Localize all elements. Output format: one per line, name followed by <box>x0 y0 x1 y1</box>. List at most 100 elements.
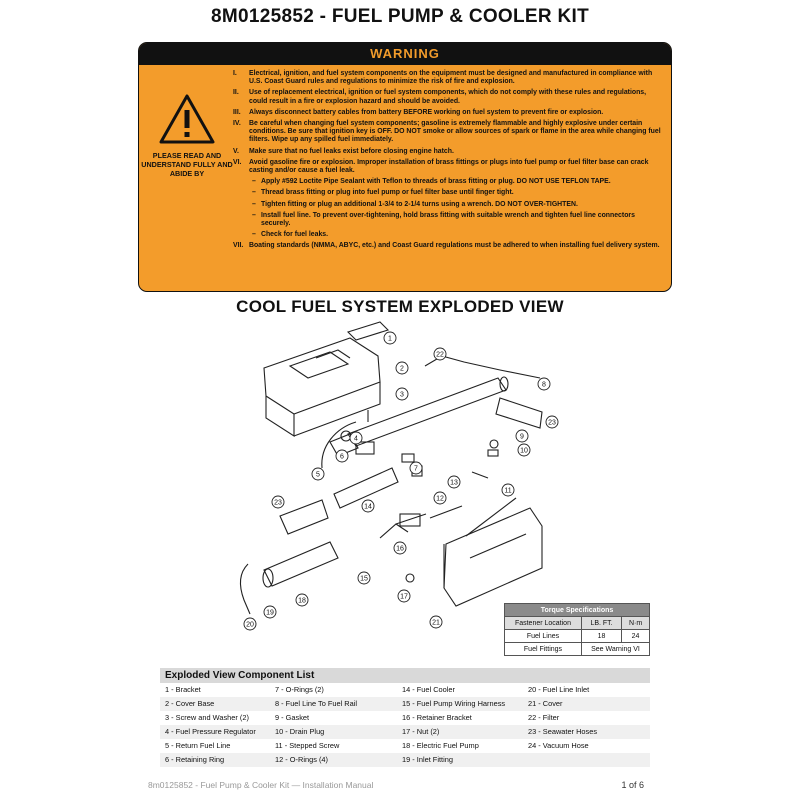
callout-label: 13 <box>450 480 458 487</box>
page-title: 8M0125852 - FUEL PUMP & COOLER KIT <box>211 6 589 27</box>
warning-item: III.Always disconnect battery cables fro… <box>233 108 604 116</box>
retainer-bracket-part <box>465 497 517 537</box>
callout-12 <box>433 491 447 505</box>
torque-header: LB. FT. <box>580 616 623 630</box>
callout-label: 8 <box>542 382 546 389</box>
callout-23 <box>545 415 559 429</box>
list-item: 3 - Screw and Washer (2) <box>165 713 249 722</box>
return-fuel-line-part <box>321 421 357 469</box>
warning-subitem: –Thread brass fitting or plug into fuel … <box>252 189 514 197</box>
callout-label: 19 <box>266 610 274 617</box>
callout-5 <box>311 467 325 481</box>
gasket-part <box>489 439 499 449</box>
fuel-line-to-rail-part <box>424 355 541 379</box>
callout-7 <box>409 461 423 475</box>
component-list-title: Exploded View Component List <box>160 668 650 683</box>
callout-label: 12 <box>436 496 444 503</box>
callout-16 <box>393 541 407 555</box>
warning-side: PLEASE READ AND UNDERSTAND FULLY AND ABI… <box>141 93 233 178</box>
callout-22 <box>433 347 447 361</box>
list-item: 5 - Return Fuel Line <box>165 741 231 750</box>
callout-11 <box>501 483 515 497</box>
warning-subitem: –Install fuel line. To prevent over-tigh… <box>252 211 635 228</box>
warning-subitem: –Tighten fitting or plug an additional 1… <box>252 200 578 208</box>
list-item: 24 - Vacuum Hose <box>528 741 589 750</box>
list-item: 7 - O-Rings (2) <box>275 685 324 694</box>
list-item: 21 - Cover <box>523 697 650 711</box>
callout-9 <box>515 429 529 443</box>
callout-13 <box>447 475 461 489</box>
callout-label: 4 <box>354 436 358 443</box>
callout-label: 23 <box>274 500 282 507</box>
callout-15 <box>357 571 371 585</box>
callout-23b <box>271 495 285 509</box>
list-item: 9 - Gasket <box>275 713 310 722</box>
list-item: 17 - Nut (2) <box>397 725 523 739</box>
list-item: 20 - Fuel Line Inlet <box>528 685 590 694</box>
callout-17 <box>397 589 411 603</box>
warning-item: V.Make sure that no fuel leaks exist bef… <box>233 147 454 155</box>
warning-item: II.Use of replacement electrical, igniti… <box>233 89 647 105</box>
drain-plug-part <box>487 449 499 457</box>
torque-header: Fastener Location <box>504 616 582 630</box>
bracket-part <box>346 321 390 341</box>
list-item: 18 - Electric Fuel Pump <box>402 741 479 750</box>
callout-label: 1 <box>388 336 392 343</box>
callout-label: 7 <box>414 466 418 473</box>
callout-label: 5 <box>316 472 320 479</box>
table-row: Fuel Fittings See Warning VI <box>504 642 651 656</box>
torque-title: Torque Specifications <box>504 603 650 617</box>
warning-subitem: –Check for fuel leaks. <box>252 231 329 239</box>
callout-label: 23 <box>548 420 556 427</box>
callout-8 <box>537 377 551 391</box>
callout-19 <box>263 605 277 619</box>
fuel-line-inlet-part <box>239 563 251 615</box>
callout-20 <box>243 617 257 631</box>
warning-subitem: –Apply #592 Loctite Pipe Sealant with Te… <box>252 178 611 186</box>
exploded-view-diagram: 1 2 3 4 5 6 7 8 9 10 11 12 13 14 15 16 1… <box>239 321 559 631</box>
torque-header: N·m <box>621 616 650 630</box>
callout-label: 14 <box>364 504 372 511</box>
list-item: 14 - Fuel Cooler <box>402 685 455 694</box>
list-item: 8 - Fuel Line To Fuel Rail <box>270 697 397 711</box>
callout-label: 2 <box>400 366 404 373</box>
list-item: 23 - Seawater Hoses <box>523 725 650 739</box>
callout-6 <box>335 449 349 463</box>
list-item: 22 - Filter <box>528 713 560 722</box>
list-item: 15 - Fuel Pump Wiring Harness <box>397 697 523 711</box>
warning-item: VI.Avoid gasoline fire or explosion. Imp… <box>233 158 649 175</box>
warning-triangle-icon <box>159 94 215 144</box>
list-item: 19 - Inlet Fitting <box>397 753 523 767</box>
cover-base-part <box>263 337 381 438</box>
list-item: 12 - O-Rings (4) <box>270 753 397 767</box>
component-grid: 1 - Bracket 7 - O-Rings (2) 14 - Fuel Cool… <box>160 683 650 767</box>
list-item <box>523 753 650 767</box>
warning-item: VII.Boating standards (NMMA, ABYC, etc.)… <box>233 242 660 250</box>
harness-connector-part <box>399 513 421 527</box>
callout-label: 16 <box>396 546 404 553</box>
cover-part <box>443 507 543 607</box>
exploded-view-title: COOL FUEL SYSTEM EXPLODED VIEW <box>236 297 564 316</box>
callout-4 <box>349 431 363 445</box>
seawater-hose-part <box>495 397 543 429</box>
list-item: 10 - Drain Plug <box>270 725 397 739</box>
callout-label: 21 <box>432 620 440 627</box>
list-item: 11 - Stepped Screw <box>275 741 340 750</box>
callout-label: 11 <box>504 488 511 495</box>
warning-item: I.Electrical, ignition, and fuel system … <box>233 70 653 86</box>
stepped-screw-part <box>471 471 489 479</box>
list-item: 16 - Retainer Bracket <box>402 713 472 722</box>
table-row: Fuel Lines 18 24 <box>504 629 650 643</box>
callout-1 <box>383 331 397 345</box>
callout-label: 9 <box>520 434 524 441</box>
list-item: 2 - Cover Base <box>160 697 270 711</box>
list-item: 1 - Bracket <box>165 685 201 694</box>
callout-21 <box>429 615 443 629</box>
component-list: Exploded View Component List 1 - Bracket… <box>160 668 650 767</box>
electric-fuel-pump-part <box>262 541 339 588</box>
warning-header: WARNING <box>139 43 671 65</box>
callout-14 <box>361 499 375 513</box>
callout-label: 6 <box>340 454 344 461</box>
list-item: 6 - Retaining Ring <box>160 753 270 767</box>
read-notice: PLEASE READ AND UNDERSTAND FULLY AND ABI… <box>141 151 233 178</box>
